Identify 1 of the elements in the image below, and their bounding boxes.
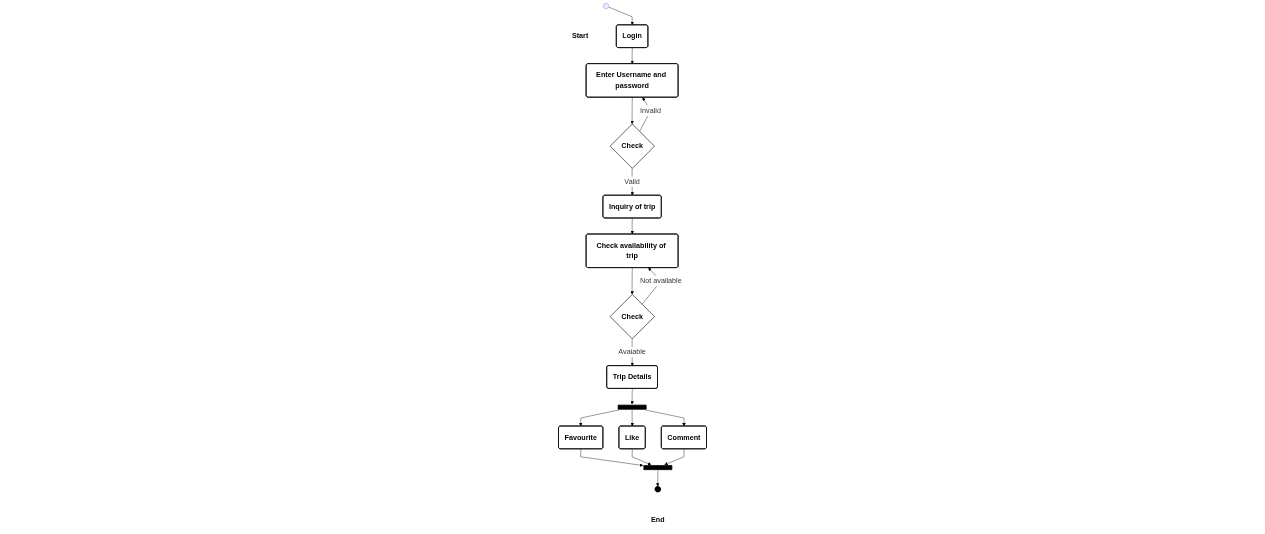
node-circle — [603, 3, 610, 9]
